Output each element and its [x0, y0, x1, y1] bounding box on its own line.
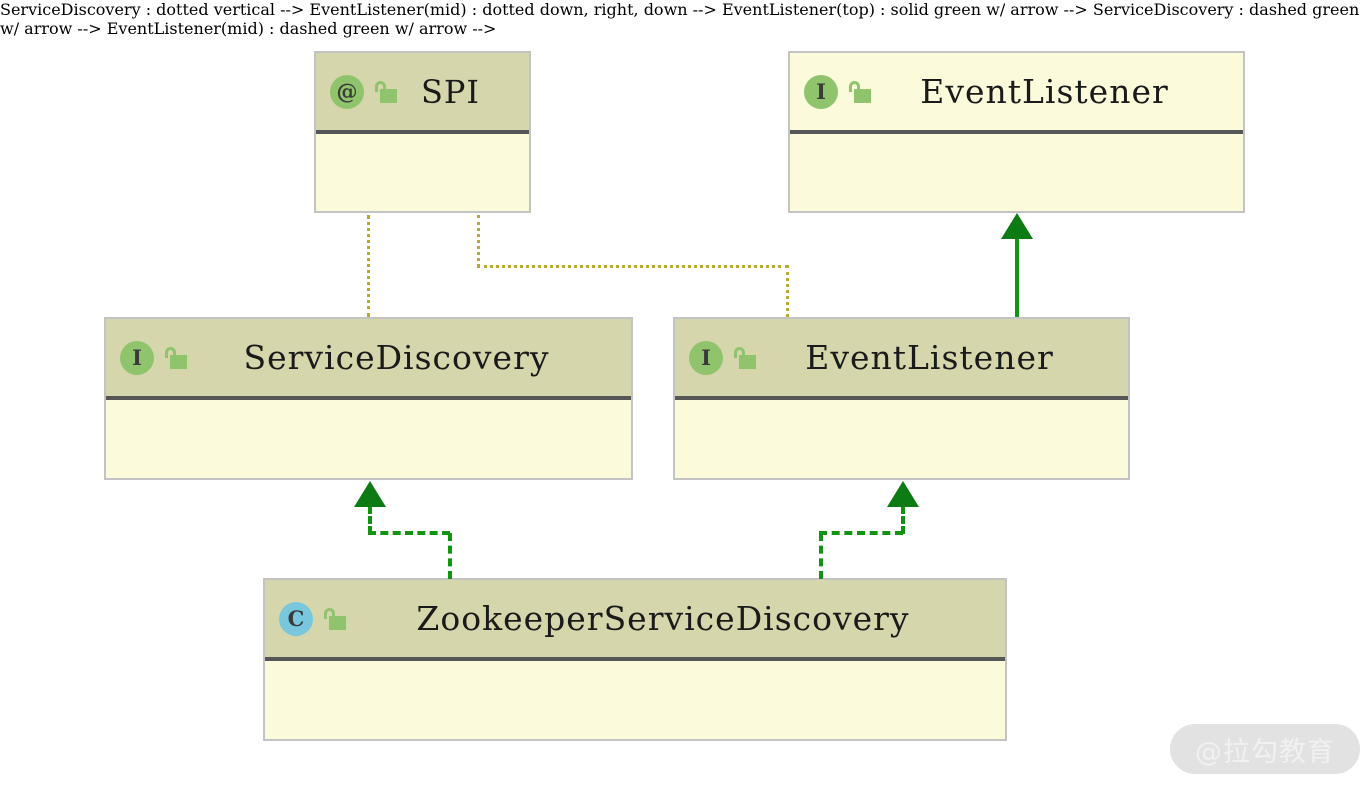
edge-spi-servicediscovery	[367, 215, 370, 317]
edge-zk-servicediscovery-segment-1	[448, 533, 452, 579]
edge-zk-servicediscovery-segment-3	[368, 506, 372, 534]
open-padlock-icon	[374, 79, 398, 105]
uml-class-header-service-discovery: I ServiceDiscovery	[106, 319, 631, 400]
uml-class-header-event-listener-top: I EventListener	[790, 53, 1243, 134]
watermark-text: @拉勾教育	[1195, 736, 1335, 768]
edge-eventlistener-extends-arrowhead	[1001, 213, 1033, 239]
uml-class-name-zookeeper-service-discovery: ZookeeperServiceDiscovery	[416, 599, 910, 638]
uml-class-members-zookeeper-service-discovery	[265, 661, 1005, 739]
uml-class-event-listener-mid[interactable]: I EventListener	[673, 317, 1130, 480]
uml-class-name-service-discovery: ServiceDiscovery	[243, 338, 550, 377]
uml-class-name-event-listener-top: EventListener	[920, 72, 1169, 111]
edge-zk-eventlistener-segment-3	[901, 506, 905, 534]
uml-class-members-spi	[316, 134, 529, 211]
uml-class-members-event-listener-top	[790, 134, 1243, 211]
uml-class-service-discovery[interactable]: I ServiceDiscovery	[104, 317, 633, 480]
uml-class-name-spi: SPI	[420, 72, 481, 111]
interface-stereotype-icon: I	[120, 340, 154, 375]
uml-class-name-event-listener-mid: EventListener	[805, 338, 1054, 377]
open-padlock-icon	[733, 345, 757, 371]
uml-class-members-event-listener-mid	[675, 400, 1128, 478]
interface-stereotype-icon: I	[804, 74, 838, 109]
annotation-stereotype-icon: @	[330, 74, 364, 109]
uml-class-zookeeper-service-discovery[interactable]: C ZookeeperServiceDiscovery	[263, 578, 1007, 741]
interface-stereotype-icon: I	[689, 340, 723, 375]
edge-spi-eventlistener-segment-2	[477, 265, 788, 268]
edge-spi-eventlistener-segment-3	[786, 265, 789, 317]
uml-class-header-event-listener-mid: I EventListener	[675, 319, 1128, 400]
uml-class-header-spi: @ SPI	[316, 53, 529, 134]
uml-class-event-listener-top[interactable]: I EventListener	[788, 51, 1245, 213]
class-stereotype-icon: C	[279, 601, 313, 636]
edge-spi-eventlistener-segment-1	[477, 215, 480, 267]
edge-zk-eventlistener-arrowhead	[887, 481, 919, 507]
edge-zk-eventlistener-segment-1	[819, 533, 823, 579]
uml-class-header-zookeeper-service-discovery: C ZookeeperServiceDiscovery	[265, 580, 1005, 661]
edge-eventlistener-extends-line	[1015, 238, 1019, 317]
open-padlock-icon	[848, 79, 872, 105]
edge-zk-servicediscovery-segment-2	[368, 531, 450, 535]
uml-class-members-service-discovery	[106, 400, 631, 478]
edge-zk-servicediscovery-arrowhead	[354, 481, 386, 507]
open-padlock-icon	[164, 345, 188, 371]
edge-zk-eventlistener-segment-2	[819, 531, 903, 535]
uml-class-spi[interactable]: @ SPI	[314, 51, 531, 213]
open-padlock-icon	[323, 606, 347, 632]
watermark: @拉勾教育	[1170, 724, 1360, 774]
